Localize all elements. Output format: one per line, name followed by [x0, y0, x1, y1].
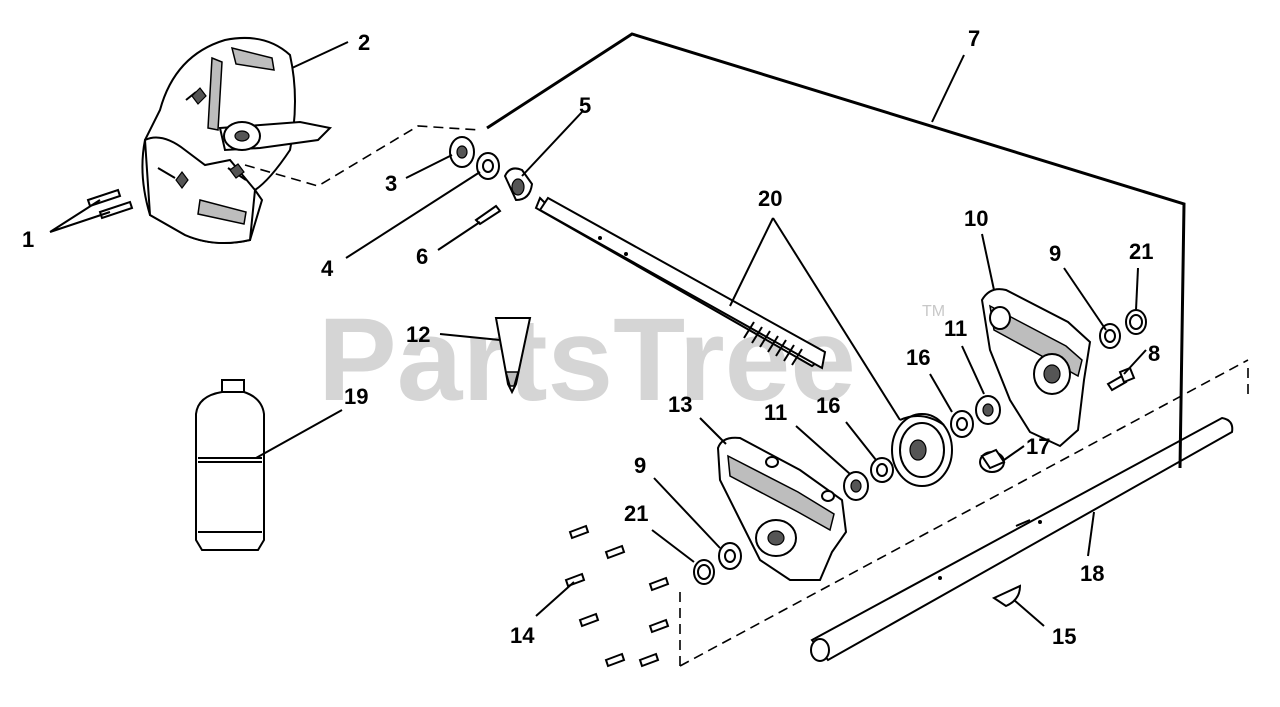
callout-1[interactable]: 1: [22, 227, 34, 252]
part-19-bottle[interactable]: [195, 379, 265, 551]
part-12-tube[interactable]: [494, 317, 532, 395]
callout-5[interactable]: 5: [579, 93, 591, 118]
callout-7[interactable]: 7: [968, 26, 980, 51]
part-14-bolts[interactable]: [564, 524, 670, 668]
dashed-alignment-lines: [244, 125, 1249, 667]
part-16-washer-upper[interactable]: [950, 410, 974, 438]
worm-gear[interactable]: [891, 413, 953, 487]
callout-11-upper[interactable]: 11: [944, 316, 967, 341]
part-3-nut[interactable]: [449, 136, 475, 168]
part-11-bearing-upper[interactable]: [975, 395, 1001, 425]
callout-15[interactable]: 15: [1052, 624, 1076, 649]
callout-labels: 1 2 3 4 5 6 7 8 9 9 10 11 11 12 13 14 15…: [22, 26, 1160, 649]
part-21-washer-upper[interactable]: [1125, 309, 1147, 335]
watermark-text: PartsTree: [318, 294, 856, 426]
part-8-bolt[interactable]: [1106, 366, 1136, 392]
part-16-washer-lower[interactable]: [870, 457, 894, 483]
callout-6[interactable]: 6: [416, 244, 428, 269]
callout-21-lower[interactable]: 21: [624, 501, 648, 526]
callout-8[interactable]: 8: [1148, 341, 1160, 366]
part-15-key[interactable]: [991, 584, 1022, 608]
callout-14[interactable]: 14: [510, 623, 535, 648]
callout-17[interactable]: 17: [1026, 434, 1050, 459]
part-11-bearing-lower[interactable]: [843, 471, 869, 501]
watermark-trademark: TM: [922, 303, 945, 320]
part-9-seal-upper[interactable]: [1099, 323, 1121, 349]
callout-9-upper[interactable]: 9: [1049, 241, 1061, 266]
callout-13[interactable]: 13: [668, 392, 692, 417]
part-18-axle-shaft[interactable]: [810, 416, 1234, 662]
leader-lines: [49, 41, 1147, 627]
part-13-gearbox-half[interactable]: [716, 436, 848, 581]
callout-12[interactable]: 12: [406, 322, 430, 347]
callout-18[interactable]: 18: [1080, 561, 1104, 586]
part-20-worm-shaft[interactable]: [534, 196, 827, 370]
part-10-gearbox-half[interactable]: [980, 288, 1092, 448]
callout-16-lower[interactable]: 16: [816, 393, 840, 418]
callout-20[interactable]: 20: [758, 186, 782, 211]
part-21-washer-lower[interactable]: [693, 559, 715, 585]
part-9-seal-lower[interactable]: [718, 542, 742, 570]
callout-11-lower[interactable]: 11: [764, 400, 787, 425]
callout-2[interactable]: 2: [358, 30, 370, 55]
callout-4[interactable]: 4: [321, 256, 334, 281]
callout-10[interactable]: 10: [964, 206, 988, 231]
part-6-pin[interactable]: [474, 204, 502, 226]
callout-3[interactable]: 3: [385, 171, 397, 196]
part-2-impeller[interactable]: [141, 36, 333, 244]
callout-16-upper[interactable]: 16: [906, 345, 930, 370]
part-4-washer[interactable]: [476, 152, 500, 180]
callout-21-upper[interactable]: 21: [1129, 239, 1153, 264]
part-17-plug[interactable]: [979, 448, 1006, 473]
part-5-bushing[interactable]: [503, 167, 534, 202]
callout-9-lower[interactable]: 9: [634, 453, 646, 478]
assembly-bracket-7: [486, 32, 1186, 469]
callout-19[interactable]: 19: [344, 384, 368, 409]
